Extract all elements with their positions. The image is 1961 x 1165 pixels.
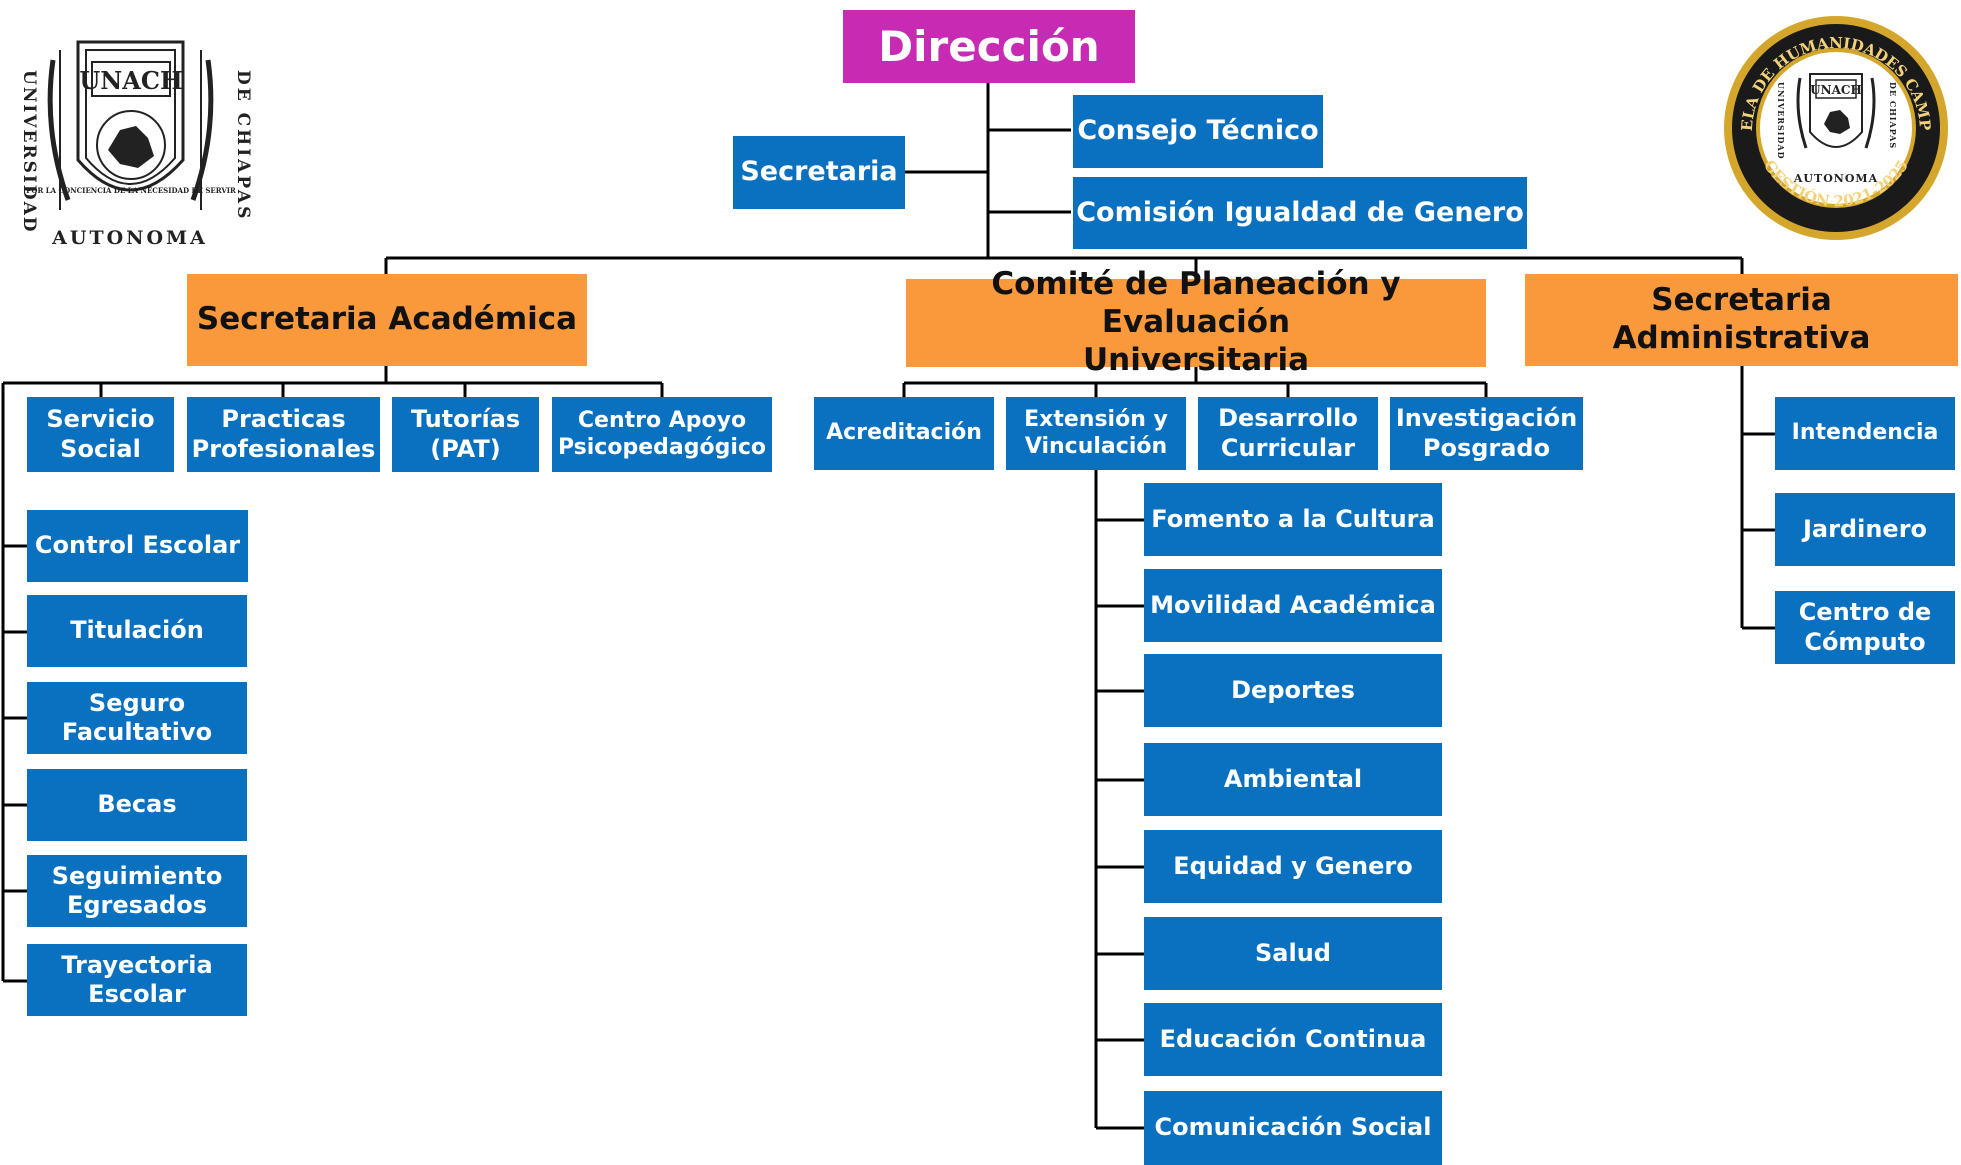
comunicacion-social-label: Comunicación Social — [1154, 1113, 1432, 1142]
deportes-label: Deportes — [1231, 675, 1355, 704]
becas-box: Becas — [27, 769, 247, 841]
seguro-line-1: Seguro — [88, 688, 186, 717]
tutorias-box: Tutorías(PAT) — [392, 397, 539, 472]
seguimiento-line-2: Egresados — [66, 891, 208, 919]
desarrollo-line-1: Desarrollo — [1218, 404, 1358, 433]
practicas-line-2: Profesionales — [191, 434, 376, 463]
consejo-tecnico-box: Consejo Técnico — [1073, 95, 1323, 168]
secretaria-academica-label: Secretaria Académica — [196, 301, 578, 338]
consejo-tecnico-label: Consejo Técnico — [1077, 115, 1319, 147]
secretaria-box: Secretaria — [733, 136, 905, 209]
becas-label: Becas — [97, 790, 177, 819]
equidad-genero-box: Equidad y Genero — [1144, 830, 1442, 903]
extension-line-1: Extensión y — [1024, 406, 1168, 432]
jardinero-label: Jardinero — [1802, 514, 1928, 543]
comite-planeacion-box: Comité de Planeación y Evaluación Univer… — [906, 266, 1486, 378]
investigacion-line-1: Investigación — [1395, 404, 1578, 433]
trayectoria-line-1: Trayectoria — [61, 950, 213, 979]
intendencia-box: Intendencia — [1775, 397, 1955, 470]
secretaria-label: Secretaria — [740, 156, 898, 188]
equidad-genero-label: Equidad y Genero — [1173, 851, 1413, 880]
logo-left-vertical: UNIVERSIDAD — [19, 70, 39, 234]
investigacion-line-2: Posgrado — [1422, 433, 1551, 462]
logo-motto: POR LA CONCIENCIA DE LA NECESIDAD DE SER… — [26, 186, 236, 195]
acreditacion-box: Acreditación — [814, 397, 994, 470]
logo-crest-text: UNACH — [79, 66, 182, 95]
centro-computo-line-2: Cómputo — [1804, 627, 1926, 656]
salud-box: Salud — [1144, 917, 1442, 990]
jardinero-box: Jardinero — [1775, 493, 1955, 566]
comision-igualdad-box: Comisión Igualdad de Genero — [1073, 177, 1527, 249]
tutorias-line-2: (PAT) — [430, 434, 501, 463]
seguimiento-line-1: Seguimiento — [51, 861, 223, 890]
servicio-social-line-1: Servicio — [46, 405, 155, 434]
educacion-continua-box: Educación Continua — [1144, 1003, 1442, 1076]
educacion-continua-label: Educación Continua — [1159, 1024, 1427, 1053]
intendencia-label: Intendencia — [1791, 420, 1939, 446]
servicio-social-line-2: Social — [60, 434, 141, 463]
tutorias-line-1: Tutorías — [410, 405, 521, 434]
practicas-line-1: Practicas — [221, 405, 346, 434]
titulacion-label: Titulación — [70, 616, 204, 645]
seal-right-vertical: DE CHIAPAS — [1888, 82, 1898, 149]
comite-planeacion-line-2: Universitaria — [1082, 341, 1310, 378]
trayectoria-line-2: Escolar — [88, 980, 186, 1008]
centro-apoyo-line-1: Centro Apoyo — [577, 407, 747, 433]
seal-left-vertical: UNIVERSIDAD — [1776, 82, 1786, 160]
seguro-line-2: Facultativo — [61, 718, 213, 746]
unach-logo: UNIVERSIDAD DE CHIAPAS AUTONOMA UNACH PO… — [19, 40, 253, 249]
ambiental-label: Ambiental — [1223, 764, 1363, 793]
seal-bottom: AUTONOMA — [1793, 172, 1878, 185]
fomento-cultura-label: Fomento a la Cultura — [1151, 504, 1435, 533]
acreditacion-label: Acreditación — [826, 420, 982, 446]
desarrollo-line-2: Curricular — [1220, 433, 1356, 462]
logo-bottom: AUTONOMA — [51, 227, 208, 249]
centro-computo-line-1: Centro de — [1798, 598, 1932, 627]
comision-igualdad-label: Comisión Igualdad de Genero — [1076, 196, 1524, 228]
titulacion-box: Titulación — [27, 595, 247, 667]
logo-right-vertical: DE CHIAPAS — [233, 70, 253, 221]
centro-apoyo-line-2: Psicopedagógico — [557, 434, 767, 460]
comite-planeacion-line-1: Comité de Planeación y Evaluación — [991, 266, 1401, 341]
control-escolar-label: Control Escolar — [34, 531, 241, 560]
fomento-cultura-box: Fomento a la Cultura — [1144, 483, 1442, 556]
secretaria-administrativa-box: Secretaria Administrativa — [1525, 274, 1958, 366]
movilidad-academica-label: Movilidad Académica — [1150, 590, 1436, 619]
control-escolar-box: Control Escolar — [27, 510, 248, 582]
secretaria-academica-box: Secretaria Académica — [187, 274, 587, 366]
extension-line-2: Vinculación — [1024, 433, 1168, 459]
direccion-box: Dirección — [843, 10, 1135, 83]
seal-crest-text: UNACH — [1810, 83, 1862, 97]
salud-label: Salud — [1255, 938, 1331, 967]
movilidad-academica-box: Movilidad Académica — [1144, 569, 1442, 642]
deportes-box: Deportes — [1144, 654, 1442, 727]
direccion-label: Dirección — [878, 21, 1100, 71]
comunicacion-social-box: Comunicación Social — [1144, 1091, 1442, 1165]
escuela-seal-logo: ESCUELA DE HUMANIDADES CAMPUS IV GESTIÓN… — [1722, 12, 1948, 240]
secretaria-administrativa-label: Secretaria Administrativa — [1612, 282, 1871, 356]
ambiental-box: Ambiental — [1144, 743, 1442, 816]
